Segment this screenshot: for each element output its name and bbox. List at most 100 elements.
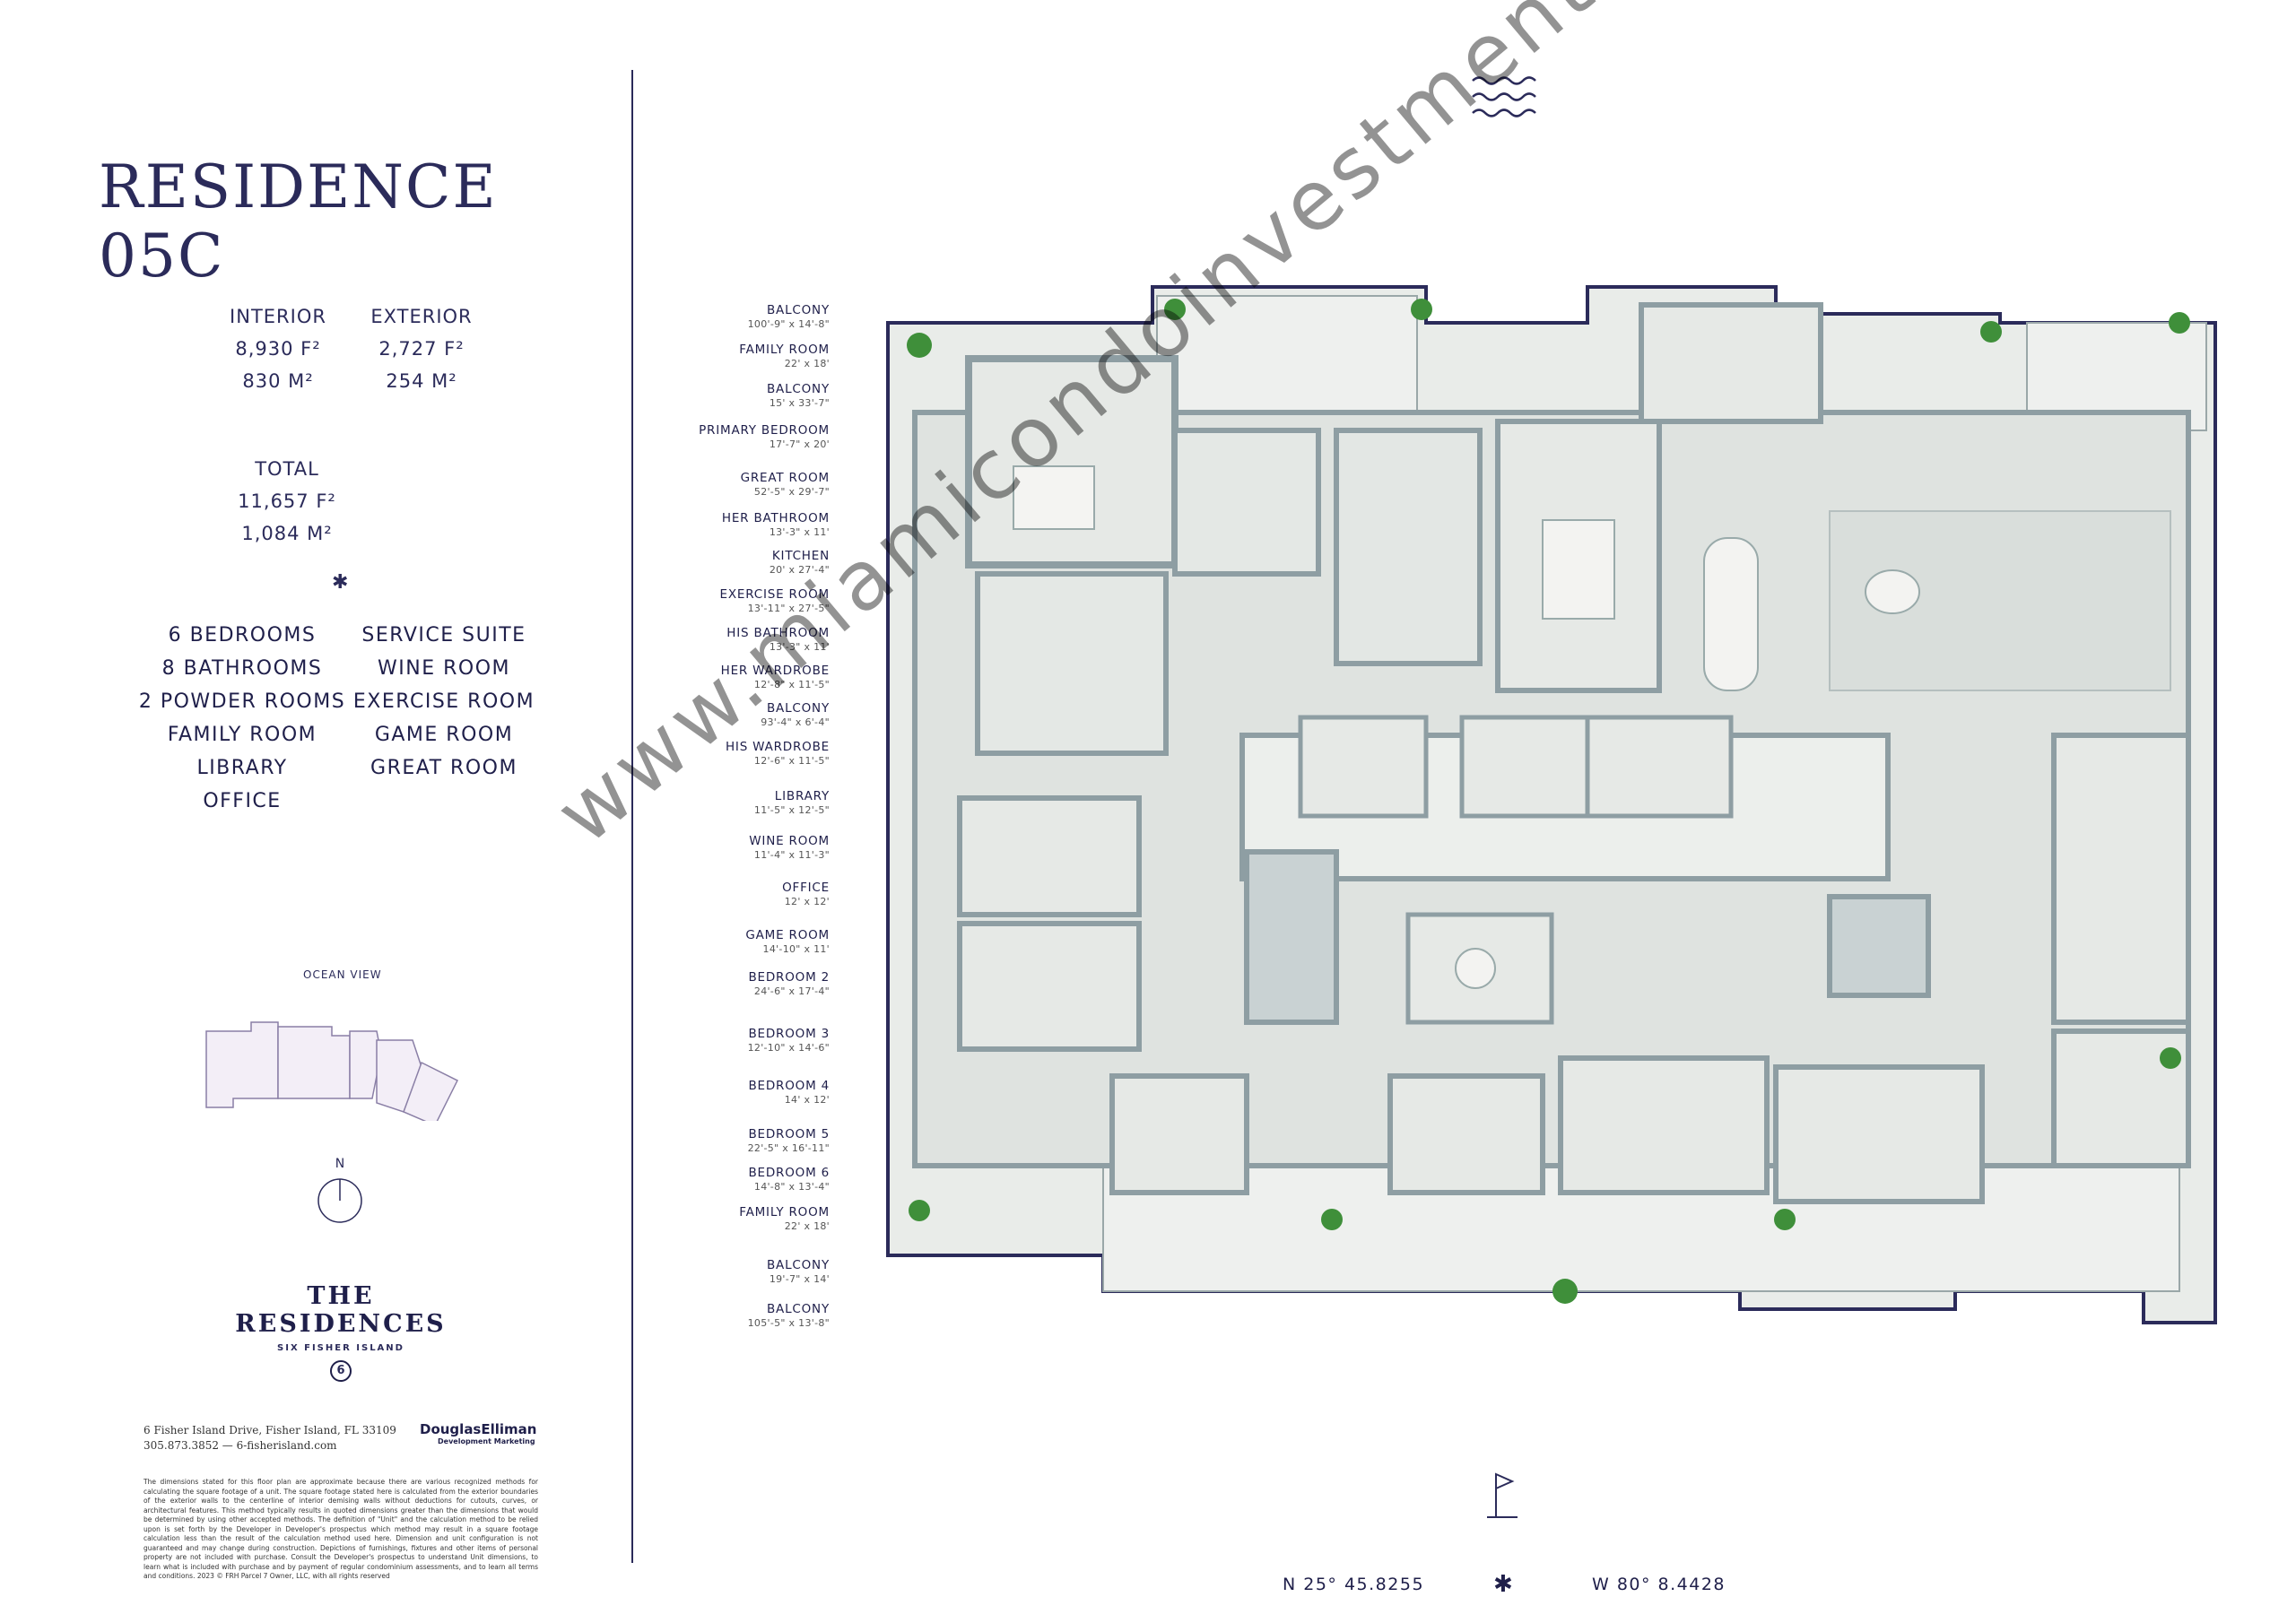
room-dimensions: 15' x 33'-7" — [769, 397, 830, 409]
star-divider-icon: ✱ — [332, 571, 349, 594]
brand-badge: 6 — [330, 1360, 352, 1382]
stair-1 — [1244, 849, 1339, 1025]
room-name: HER WARDROBE — [720, 664, 830, 678]
compass-star-icon: ✱ — [1493, 1571, 1515, 1598]
room-name: GREAT ROOM — [740, 471, 830, 485]
room-name: HER BATHROOM — [721, 511, 830, 525]
brand-logo: THE RESIDENCES SIX FISHER ISLAND 6 — [197, 1282, 484, 1382]
room-name: LIBRARY — [774, 789, 830, 803]
total-area: TOTAL 11,657 F² 1,084 M² — [206, 453, 368, 550]
interior-label: INTERIOR — [230, 306, 326, 327]
room-dimensions: 13'-3" x 11' — [769, 526, 830, 538]
dining-table — [1703, 537, 1759, 691]
room-name: HIS BATHROOM — [726, 626, 830, 640]
stair-2 — [1827, 894, 1931, 998]
compass-circle-icon — [317, 1178, 362, 1223]
room-dimensions: 12' x 12' — [784, 896, 830, 907]
contact-line: 305.873.3852 — 6-fisherisland.com — [144, 1439, 337, 1452]
exterior-area: EXTERIOR 2,727 F² 254 M² — [350, 300, 493, 397]
room-name: BEDROOM 6 — [748, 1166, 830, 1180]
feature-item: SERVICE SUITE — [361, 624, 526, 647]
feature-item: LIBRARY — [196, 757, 288, 779]
developer-subtitle: Development Marketing — [438, 1437, 535, 1445]
kitchen-island — [1542, 519, 1615, 620]
developer-logo: DouglasElliman Development Marketing — [420, 1421, 536, 1445]
feature-item: 6 BEDROOMS — [168, 624, 317, 647]
room-dimensions: 12'-10" x 14'-6" — [747, 1042, 830, 1054]
page-title: RESIDENCE 05C — [99, 152, 498, 291]
latitude: N 25° 45.8255 — [1283, 1575, 1425, 1594]
service-suite — [2051, 733, 2191, 1025]
features-list-left: 6 BEDROOMS 8 BATHROOMS 2 POWDER ROOMS FA… — [126, 619, 359, 818]
plant-icon — [1552, 1279, 1578, 1304]
room-dimensions: 12'-8" x 11'-5" — [753, 679, 830, 690]
feature-item: FAMILY ROOM — [167, 724, 317, 746]
room-dimensions: 22' x 18' — [784, 358, 830, 369]
brand-name: THE RESIDENCES — [235, 1282, 447, 1338]
room-name: OFFICE — [782, 881, 830, 895]
plant-icon — [1164, 299, 1186, 320]
ocean-waves-icon — [1472, 76, 1536, 117]
developer-name: DouglasElliman — [420, 1421, 537, 1437]
room-name: KITCHEN — [771, 549, 830, 563]
plant-icon — [2160, 1047, 2181, 1069]
room-dimensions: 22'-5" x 16'-11" — [747, 1142, 830, 1154]
room-dimensions: 105'-5" x 13'-8" — [747, 1317, 830, 1329]
plant-icon — [907, 333, 932, 358]
floor-plan — [886, 285, 2217, 1324]
room-name: BALCONY — [766, 1258, 830, 1272]
exercise-room — [1334, 428, 1483, 666]
room-name: BALCONY — [766, 382, 830, 396]
feature-item: 2 POWDER ROOMS — [138, 690, 346, 713]
total-sqft: 11,657 F² — [238, 490, 336, 512]
north-label: N — [335, 1157, 345, 1171]
library — [1298, 715, 1429, 819]
plant-icon — [1980, 321, 2002, 343]
features-list-right: SERVICE SUITE WINE ROOM EXERCISE ROOM GA… — [327, 619, 561, 785]
room-dimensions: 13'-3" x 11' — [769, 641, 830, 653]
office — [1585, 715, 1734, 819]
room-dimensions: 17'-7" x 20' — [769, 438, 830, 450]
room-name: BEDROOM 2 — [748, 970, 830, 985]
game-table — [1455, 948, 1496, 989]
room-dimensions: 14'-8" x 13'-4" — [753, 1181, 830, 1193]
room-name: WINE ROOM — [749, 834, 830, 848]
room-name: BALCONY — [766, 1302, 830, 1316]
room-name: FAMILY ROOM — [739, 1205, 830, 1219]
wine-room — [1459, 715, 1590, 819]
address-block: 6 Fisher Island Drive, Fisher Island, FL… — [144, 1423, 396, 1454]
room-dimensions: 14'-10" x 11' — [762, 943, 830, 955]
room-name: BEDROOM 4 — [748, 1079, 830, 1093]
feature-item: 8 BATHROOMS — [161, 657, 323, 680]
bedroom-3 — [957, 921, 1142, 1052]
coffee-table — [1865, 569, 1920, 614]
room-name: GAME ROOM — [745, 928, 830, 942]
family-room-south — [1558, 1055, 1770, 1195]
room-name: HIS WARDROBE — [725, 740, 830, 754]
vertical-divider — [631, 70, 633, 1563]
exterior-sqm: 254 M² — [386, 370, 457, 392]
ocean-view-label: OCEAN VIEW — [303, 968, 382, 981]
plant-icon — [1321, 1209, 1343, 1230]
bed-icon — [1013, 465, 1095, 530]
address-line: 6 Fisher Island Drive, Fisher Island, FL… — [144, 1424, 396, 1436]
room-name: BEDROOM 3 — [748, 1027, 830, 1041]
longitude: W 80° 8.4428 — [1592, 1575, 1726, 1594]
